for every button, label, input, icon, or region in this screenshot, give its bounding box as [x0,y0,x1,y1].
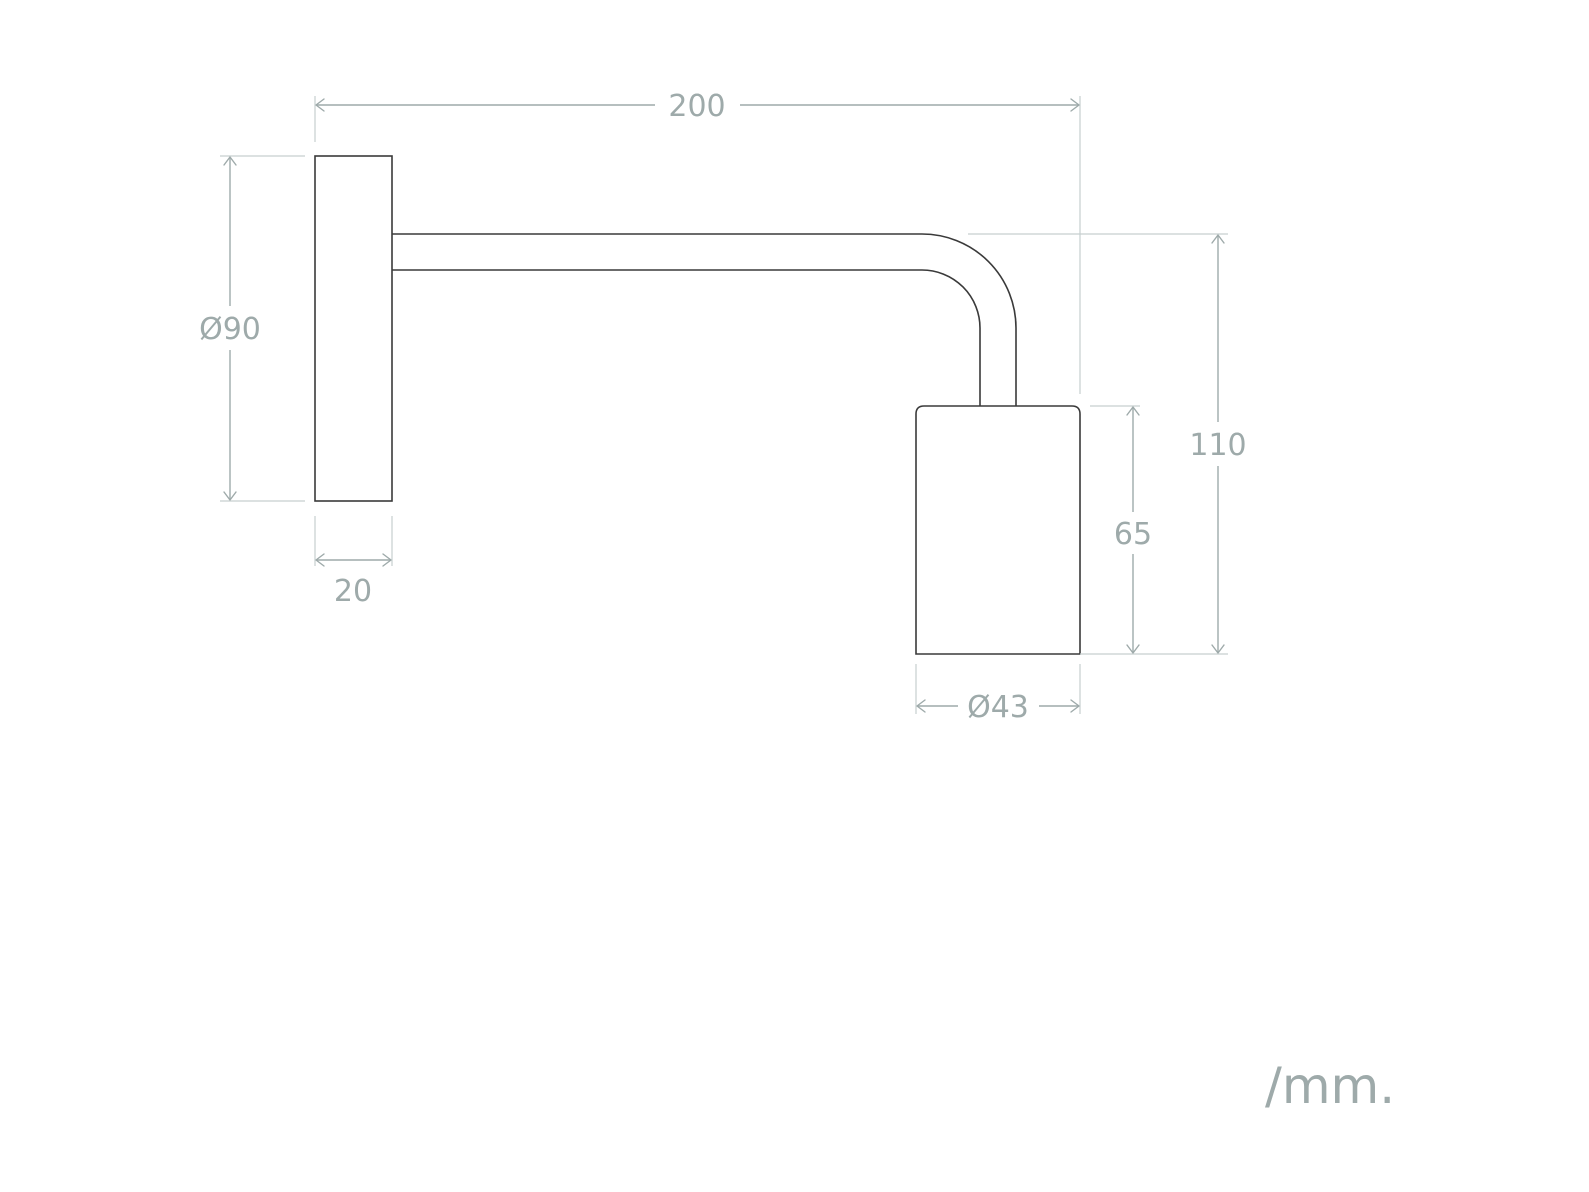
lamp-outline [314,155,1081,655]
base-diameter-label: Ø90 [199,312,261,347]
total-height-label: 110 [1189,428,1246,463]
dimension-total-width: 200 [315,89,1080,124]
dimension-total-height: 110 [1189,234,1247,654]
lamp-shade [915,405,1081,655]
shade-diameter-label: Ø43 [967,690,1029,725]
extension-lines [220,96,1228,714]
base-depth-label: 20 [334,574,372,609]
total-width-label: 200 [668,89,725,124]
arm-lower-edge [392,269,981,406]
dimension-shade-diameter: Ø43 [916,690,1080,725]
shade-height-label: 65 [1114,517,1152,552]
wall-base-plate [314,155,393,502]
dimension-shade-height: 65 [1114,406,1152,654]
dimension-base-diameter: Ø90 [199,156,261,501]
arm-upper-edge [392,233,1017,406]
unit-label: /mm. [1265,1057,1395,1115]
dimension-base-depth: 20 [315,553,392,609]
